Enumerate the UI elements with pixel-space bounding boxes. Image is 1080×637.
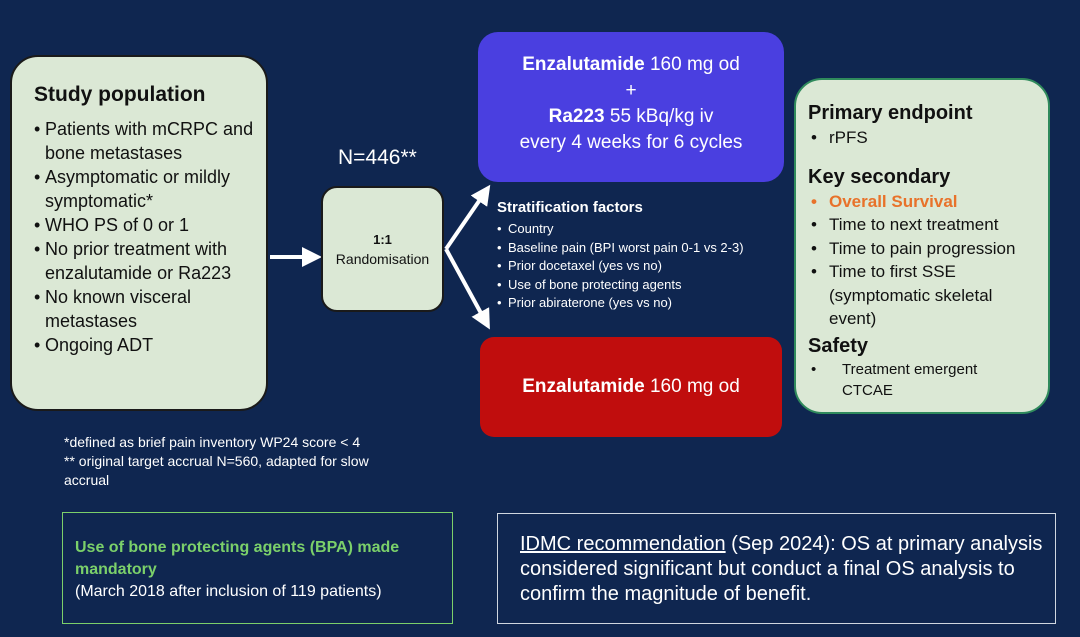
- secondary-item-highlight: Overall Survival: [808, 190, 1048, 214]
- randomisation-box: 1:1 Randomisation: [321, 186, 444, 312]
- stratification-item: Prior abiraterone (yes vs no): [497, 294, 744, 313]
- study-population-title: Study population: [34, 83, 206, 106]
- bpa-heading: Use of bone protecting agents (BPA) made…: [75, 539, 400, 578]
- stratification-list: Country Baseline pain (BPI worst pain 0-…: [497, 220, 744, 313]
- study-item: No prior treatment with enzalutamide or …: [34, 237, 266, 285]
- study-item: Patients with mCRPC and bone metastases: [34, 117, 266, 165]
- idmc-box: IDMC recommendation (Sep 2024): OS at pr…: [497, 513, 1056, 624]
- idmc-text: (Sep 2024): OS at primary analysis consi…: [520, 533, 1043, 605]
- stratification-item: Prior docetaxel (yes vs no): [497, 257, 744, 276]
- arm-a-plus: +: [625, 80, 637, 101]
- arm-a-drug1: Enzalutamide: [522, 54, 645, 75]
- stratification-item: Baseline pain (BPI worst pain 0-1 vs 2-3…: [497, 239, 744, 258]
- randomisation-ratio: 1:1: [373, 231, 392, 247]
- endpoints-box: Primary endpoint rPFS Key secondary Over…: [794, 78, 1050, 414]
- study-item: No known visceral metastases: [34, 285, 266, 333]
- primary-endpoint-title: Primary endpoint: [808, 102, 973, 124]
- randomisation-label: Randomisation: [335, 250, 430, 267]
- primary-endpoint-item: rPFS: [808, 126, 1048, 150]
- arm-b-line: Enzalutamide 160 mg od: [522, 376, 740, 398]
- safety-item: Treatment emergent CTCAE: [808, 359, 1048, 401]
- arm-a-line1: Enzalutamide 160 mg od: [478, 52, 784, 78]
- key-secondary-title: Key secondary: [808, 165, 951, 188]
- idmc-label: IDMC recommendation: [520, 533, 726, 555]
- footnote: ** original target accrual N=560, adapte…: [64, 453, 369, 488]
- bpa-note-box: Use of bone protecting agents (BPA) made…: [62, 512, 453, 624]
- arm-a-dose1: 160 mg od: [644, 54, 740, 75]
- primary-endpoint-list: rPFS: [808, 126, 1048, 150]
- footnotes: *defined as brief pain inventory WP24 sc…: [64, 433, 444, 490]
- arm-a-schedule: every 4 weeks for 6 cycles: [519, 132, 743, 153]
- secondary-item: Time to next treatment: [808, 213, 1048, 237]
- sample-size-label: N=446**: [338, 146, 417, 169]
- arm-a-box: Enzalutamide 160 mg od + Ra223 55 kBq/kg…: [478, 32, 784, 182]
- stratification-item: Country: [497, 220, 744, 239]
- study-item: WHO PS of 0 or 1: [34, 213, 266, 237]
- arm-b-box: Enzalutamide 160 mg od: [480, 337, 782, 437]
- arrow-to-arm-a: [444, 184, 491, 251]
- study-population-box: Study population Patients with mCRPC and…: [10, 55, 268, 411]
- stratification-factors: Stratification factors Country Baseline …: [497, 199, 744, 313]
- study-population-list: Patients with mCRPC and bone metastases …: [34, 117, 266, 357]
- safety-title: Safety: [808, 334, 869, 357]
- arm-b-drug: Enzalutamide: [522, 376, 645, 397]
- safety-list: Treatment emergent CTCAE: [808, 359, 1048, 401]
- arm-b-dose: 160 mg od: [644, 376, 740, 397]
- secondary-item: Time to pain progression: [808, 237, 1048, 261]
- arm-a-drug2: Ra223: [548, 106, 605, 127]
- arrow-to-arm-b: [444, 248, 490, 330]
- stratification-item: Use of bone protecting agents: [497, 276, 744, 295]
- stratification-title: Stratification factors: [497, 199, 643, 216]
- arm-a-line2: Ra223 55 kBq/kg iv: [478, 104, 784, 130]
- arm-a-dose2: 55 kBq/kg iv: [604, 106, 714, 127]
- footnote: *defined as brief pain inventory WP24 sc…: [64, 434, 361, 450]
- secondary-item: Time to first SSE (symptomatic skeletal …: [808, 260, 1048, 331]
- bpa-detail: (March 2018 after inclusion of 119 patie…: [75, 583, 382, 600]
- study-item: Asymptomatic or mildly symptomatic*: [34, 165, 266, 213]
- key-secondary-list: Overall Survival Time to next treatment …: [808, 190, 1048, 331]
- study-item: Ongoing ADT: [34, 333, 266, 357]
